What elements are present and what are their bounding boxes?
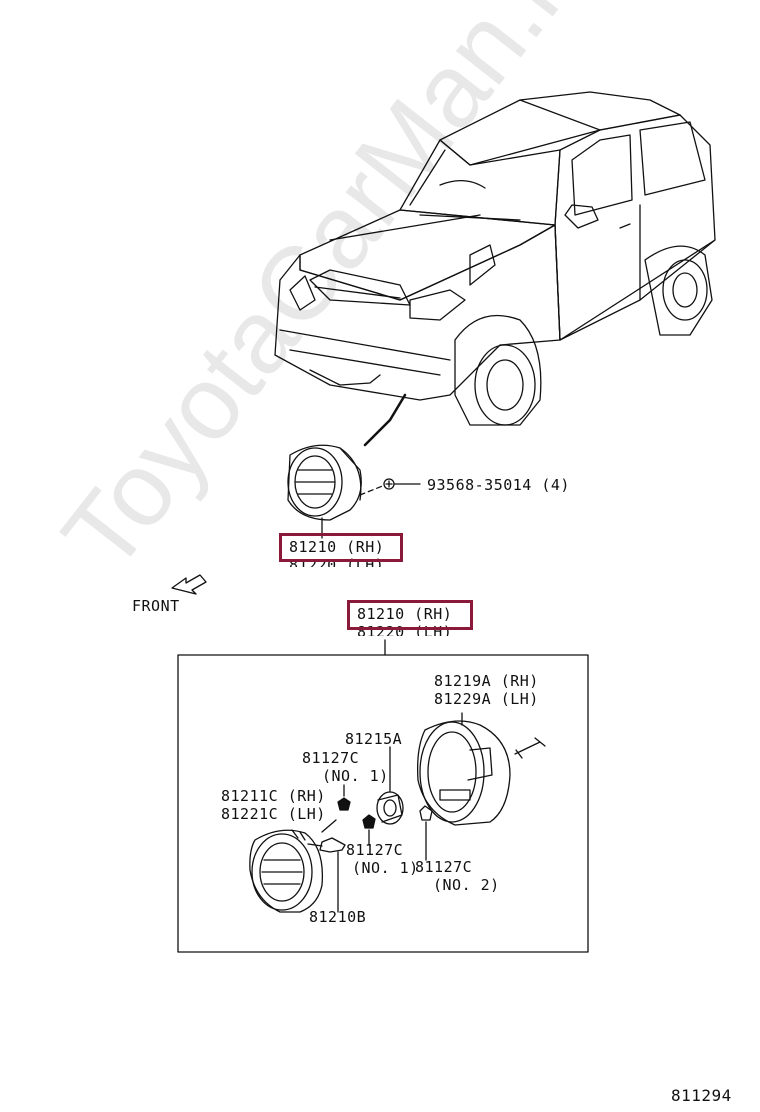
bulb-label: 81210B [309, 908, 367, 926]
nut-b-no-label: (NO. 1) [352, 859, 419, 877]
nut-c-no-label: (NO. 2) [433, 876, 500, 894]
unit-lh-label: 81221C (LH) [221, 805, 326, 823]
nut-b-label: 81127C [346, 841, 404, 859]
screw-part-label: 93568-35014 (4) [427, 476, 570, 494]
socket-label: 81215A [345, 730, 403, 748]
socket-part [376, 791, 404, 825]
nut-a-label: 81127C [302, 749, 360, 767]
front-label: FRONT [132, 597, 180, 615]
lamp-unit [249, 829, 324, 913]
detail-box [177, 654, 589, 953]
nut-a-no-label: (NO. 1) [322, 767, 389, 785]
detail-assembly-rh-label: 81210 (RH) [357, 605, 453, 623]
front-arrow-icon [171, 574, 207, 595]
top-assembly-highlight[interactable] [279, 533, 403, 562]
diagram-id: 811294 [671, 1086, 732, 1105]
bulb-icon [319, 837, 346, 853]
car-illustration [274, 91, 716, 426]
nut-c-label: 81127C [415, 858, 473, 876]
fog-lamp-top [287, 444, 362, 521]
detail-assembly-highlight[interactable] [347, 600, 473, 630]
housing-lh-label: 81229A (LH) [434, 690, 539, 708]
housing-rh-label: 81219A (RH) [434, 672, 539, 690]
top-assembly-rh-label: 81210 (RH) [289, 538, 385, 556]
top-assembly-lh-label: 81220 (LH) [289, 557, 385, 567]
lamp-housing [417, 720, 511, 826]
unit-rh-label: 81211C (RH) [221, 787, 326, 805]
